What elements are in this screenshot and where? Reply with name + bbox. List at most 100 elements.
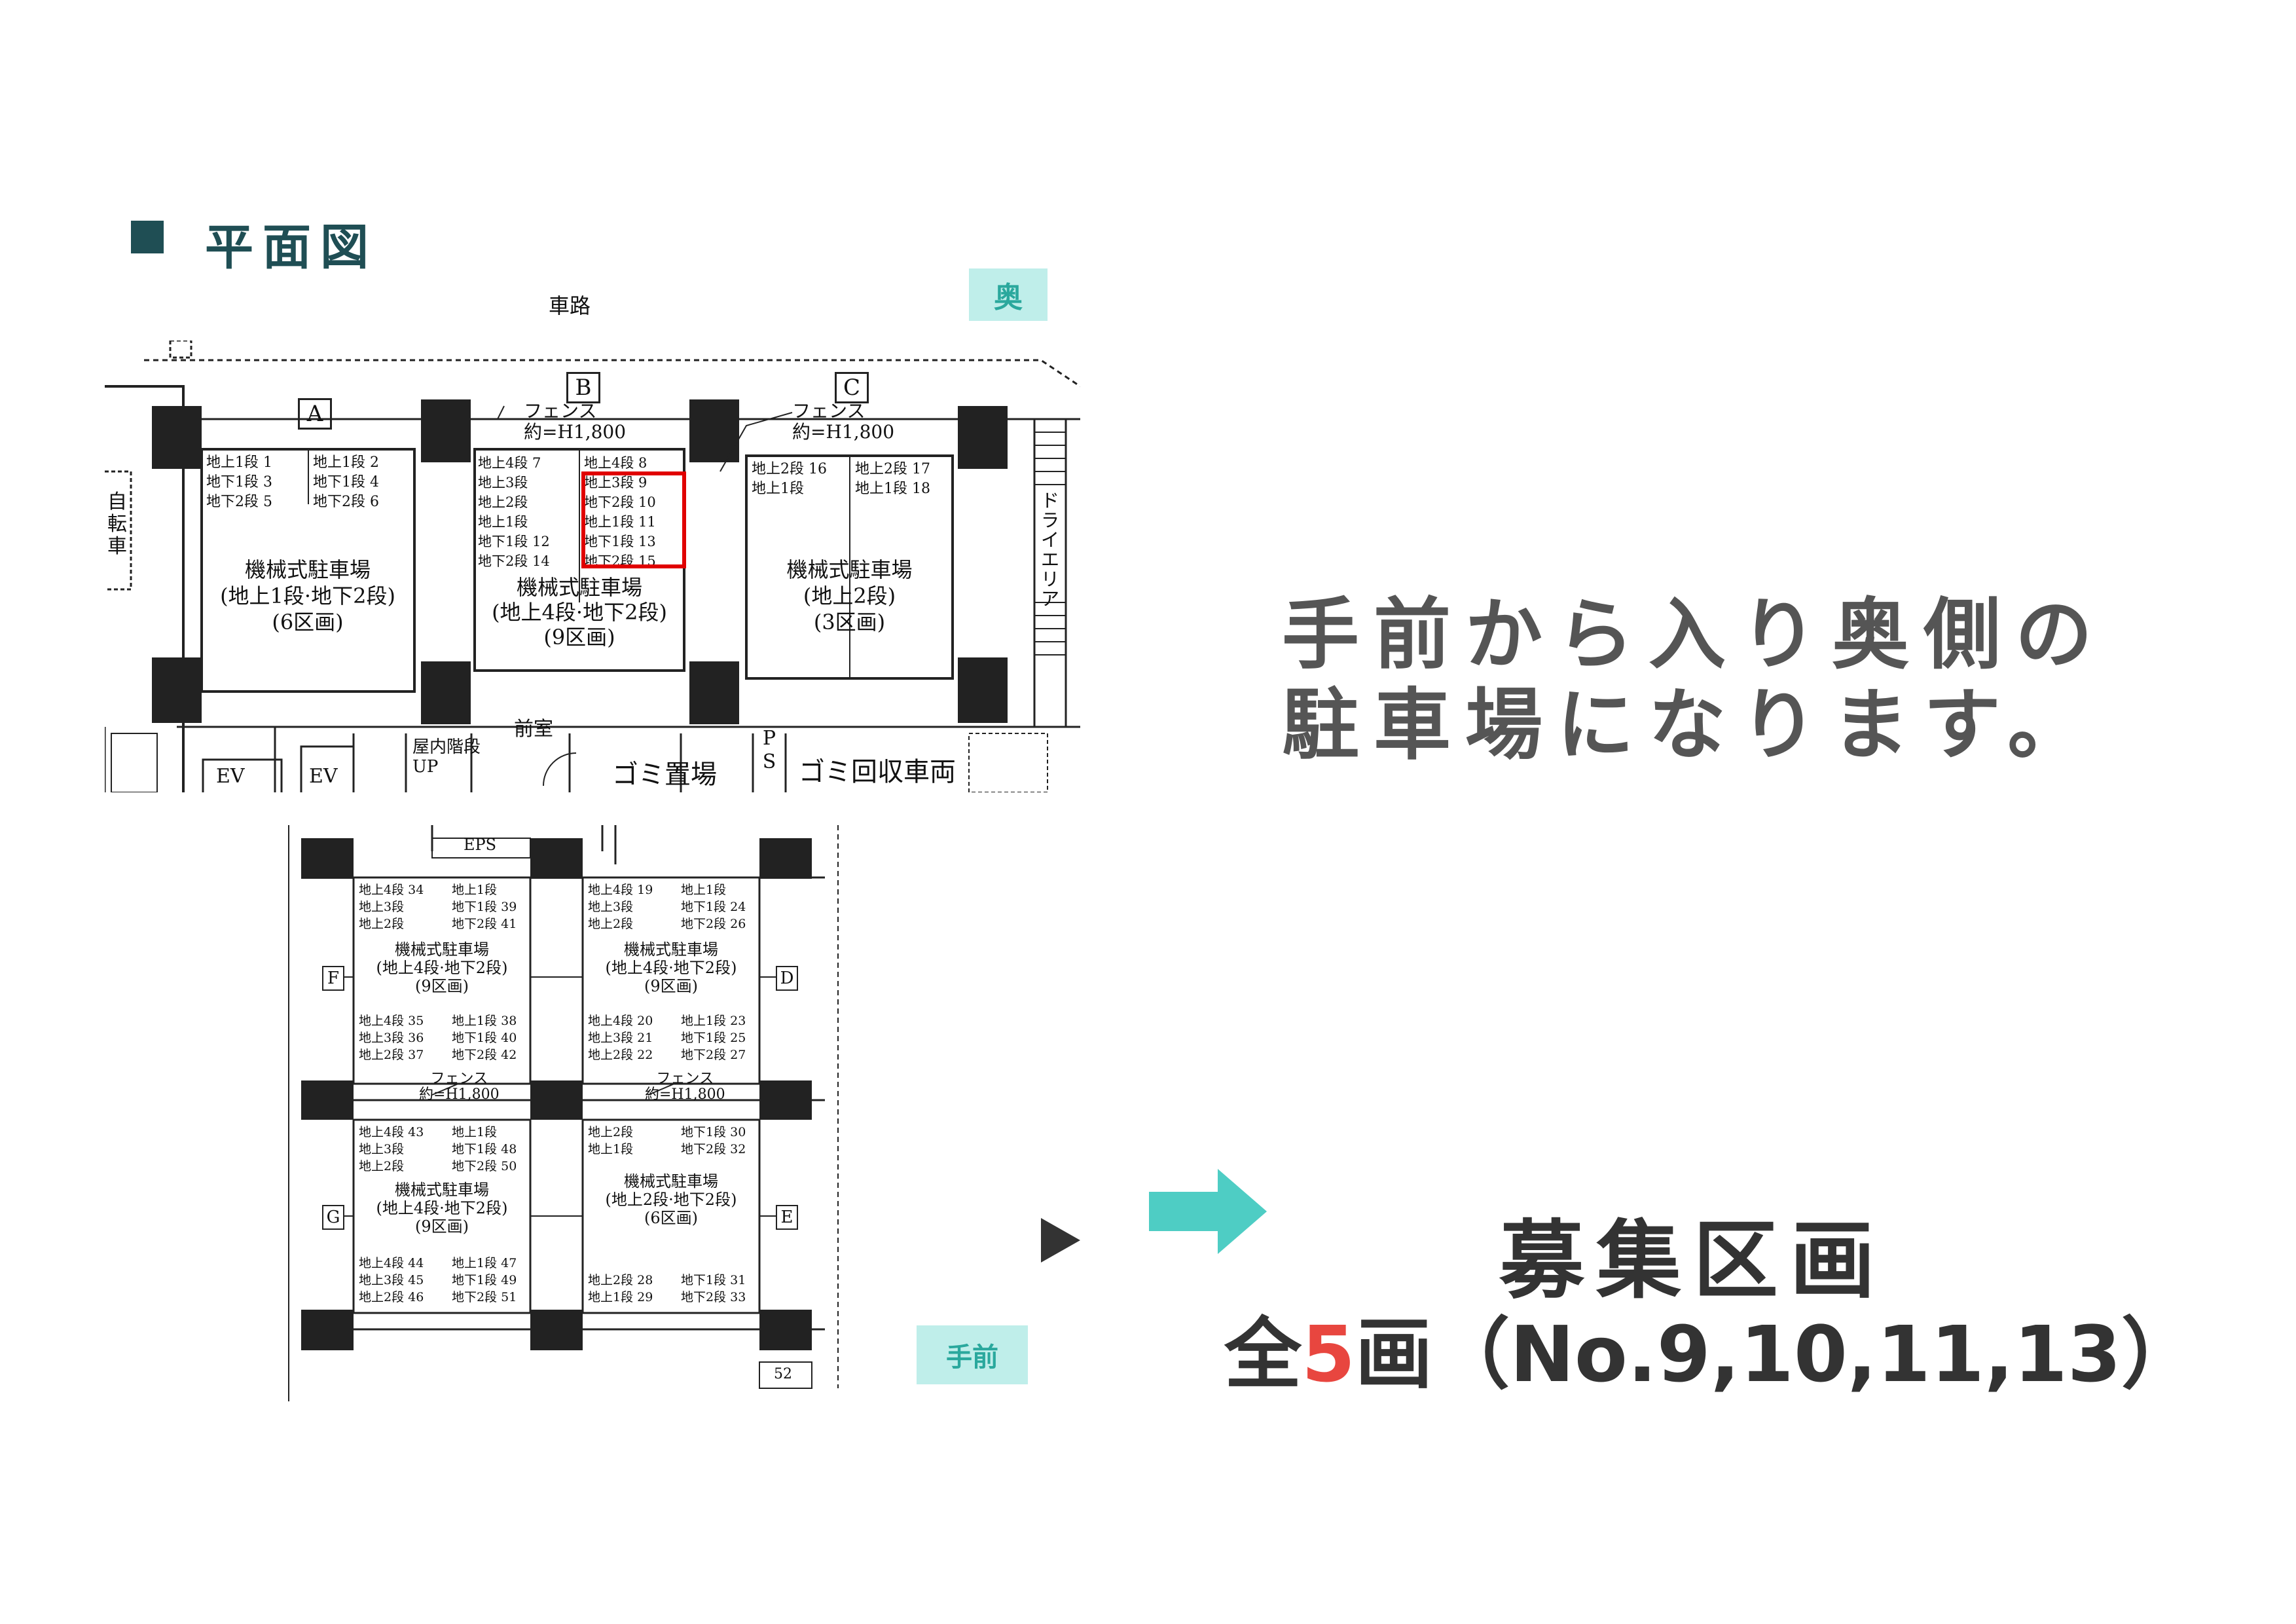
section-name: 機械式駐車場: [395, 1181, 489, 1199]
message-line-2: 駐車場になります。: [1282, 680, 2100, 770]
slot: 地上3段 9: [584, 475, 647, 490]
slot-list: 地上2段 地上1段: [588, 1124, 633, 1158]
slot: 地上3段: [359, 1142, 405, 1156]
slot: 地上4段 43: [359, 1125, 424, 1139]
slot: 地上1段: [478, 514, 528, 530]
bicycle-label: 自転車: [107, 490, 127, 558]
slot: 地上3段: [478, 475, 528, 490]
slot: 地上1段 11: [584, 514, 656, 530]
slot: 地上1段 18: [855, 481, 930, 497]
slot: 地上1段: [452, 883, 498, 897]
slot-list: 地上2段 16 地上1段: [752, 460, 850, 499]
section-name: 機械式駐車場: [624, 1172, 718, 1190]
slot: 地下2段 10: [584, 494, 656, 510]
section-count: (6区画): [272, 610, 344, 635]
slot: 地下1段 48: [452, 1142, 517, 1156]
slot: 地上3段: [588, 900, 634, 914]
slot: 地上2段 37: [359, 1048, 424, 1062]
section-letter-f: F: [322, 966, 344, 991]
slot: 地下2段 6: [313, 494, 379, 510]
section-name: 機械式駐車場: [244, 557, 371, 582]
slot: 地下1段 49: [452, 1273, 517, 1287]
section-count: (9区画): [543, 625, 615, 650]
fence-label-c: フェンス 約=H1,800: [792, 401, 894, 443]
section-type: (地上4段·地下2段): [605, 959, 737, 977]
fence-text: フェンス: [656, 1071, 714, 1087]
area-number: 52: [774, 1366, 792, 1382]
slot: 地下2段 27: [681, 1048, 746, 1062]
slot: 地下2段 51: [452, 1290, 517, 1304]
slot: 地下2段 14: [478, 553, 550, 569]
page-title: 平面図: [205, 219, 378, 276]
fence-height: 約=H1,800: [645, 1086, 725, 1103]
message-line-1: 手前から入り奥側の: [1282, 589, 2107, 680]
slot-list: 地下1段 31 地下2段 33: [681, 1272, 746, 1306]
slot: 地上1段 2: [313, 454, 379, 471]
eps-label: EPS: [464, 836, 497, 854]
total-suffix: 画: [1355, 1309, 1433, 1399]
ev-label: EV: [309, 765, 338, 788]
slot: 地上2段 22: [588, 1048, 653, 1062]
total-detail: （No.9,10,11,13）: [1432, 1309, 2198, 1399]
garbage-truck-label: ゴミ回収車両: [799, 757, 956, 787]
slot: 地下2段 42: [452, 1048, 517, 1062]
fence-text: フェンス: [430, 1071, 488, 1087]
slot-list: 地上4段 43 地上3段 地上2段: [359, 1124, 424, 1175]
slot: 地下1段 4: [313, 474, 379, 490]
section-a-caption: 機械式駐車場 (地上1段·地下2段) (6区画): [203, 557, 412, 635]
floor-plan-top: A B C フェンス 約=H1,800 フェンス 約=H1,800 地上1段 1…: [105, 341, 1080, 792]
fence-height: 約=H1,800: [792, 421, 895, 443]
slot-list: 地上1段 38 地下1段 40 地下2段 42: [452, 1012, 517, 1063]
section-letter-d: D: [776, 966, 798, 991]
slot: 地下2段 50: [452, 1159, 517, 1173]
slot-list: 地上1段 地下1段 39 地下2段 41: [452, 881, 517, 932]
section-name: 機械式駐車場: [516, 575, 642, 600]
recruit-total: 全5画（No.9,10,11,13）: [1224, 1291, 2198, 1403]
section-c-caption: 機械式駐車場 (地上2段) (3区画): [746, 557, 953, 635]
section-type: (地上4段·地下2段): [376, 959, 508, 977]
slot: 地上1段: [588, 1142, 634, 1156]
fence-height: 約=H1,800: [524, 421, 627, 443]
slot: 地上1段 47: [452, 1256, 517, 1270]
slot-list: 地上4段 8 地上3段 9 地下2段 10 地上1段 11 地下1段 13 地下…: [584, 453, 682, 571]
fence-label-b: フェンス 約=H1,800: [524, 401, 626, 443]
section-type: (地上2段): [803, 583, 896, 608]
slot-list: 地上4段 34 地上3段 地上2段: [359, 881, 424, 932]
section-letter-c: C: [835, 372, 869, 403]
section-e-caption: 機械式駐車場 (地上2段·地下2段) (6区画): [583, 1172, 759, 1227]
slot-list: 地上1段 地下1段 24 地下2段 26: [681, 881, 746, 932]
section-d-caption: 機械式駐車場 (地上4段·地下2段) (9区画): [583, 940, 759, 995]
slot: 地下1段 13: [584, 534, 656, 549]
slot: 地上4段 34: [359, 883, 424, 897]
slot: 地上3段 36: [359, 1031, 424, 1045]
section-f-caption: 機械式駐車場 (地上4段·地下2段) (9区画): [354, 940, 530, 995]
section-name: 機械式駐車場: [786, 557, 913, 582]
slot-list: 地上1段 地下1段 48 地下2段 50: [452, 1124, 517, 1175]
fence-text: フェンス: [524, 400, 597, 422]
garbage-label: ゴミ置場: [612, 760, 717, 790]
section-g-caption: 機械式駐車場 (地上4段·地下2段) (9区画): [354, 1181, 530, 1236]
section-b-caption: 機械式駐車場 (地上4段·地下2段) (9区画): [475, 575, 684, 650]
slot-list: 地上4段 20 地上3段 21 地上2段 22: [588, 1012, 653, 1063]
section-name: 機械式駐車場: [624, 940, 718, 959]
slot: 地上3段: [359, 900, 405, 914]
recruit-heading: 募集区画: [1499, 1211, 1887, 1310]
slot: 地下2段 26: [681, 917, 746, 931]
section-letter-e: E: [776, 1205, 798, 1230]
slot: 地下1段 3: [206, 474, 272, 490]
slot: 地下1段 40: [452, 1031, 517, 1045]
slot: 地上1段: [681, 883, 727, 897]
section-type: (地上4段·地下2段): [492, 600, 667, 625]
slot: 地下2段 32: [681, 1142, 746, 1156]
slot: 地上2段 46: [359, 1290, 424, 1304]
section-type: (地上2段·地下2段): [605, 1190, 737, 1209]
arrow-right-icon: [1149, 1169, 1267, 1254]
slot-list: 地上4段 7 地上3段 地上2段 地上1段 地下1段 12 地下2段 14: [478, 453, 577, 571]
slot-list: 地上4段 44 地上3段 45 地上2段 46: [359, 1255, 424, 1306]
section-letter-a: A: [298, 398, 332, 430]
slot: 地上1段 29: [588, 1290, 653, 1304]
slot: 地上4段 19: [588, 883, 653, 897]
slot: 地上3段 21: [588, 1031, 653, 1045]
section-letter-b: B: [566, 372, 600, 403]
slot: 地上2段: [359, 917, 405, 931]
